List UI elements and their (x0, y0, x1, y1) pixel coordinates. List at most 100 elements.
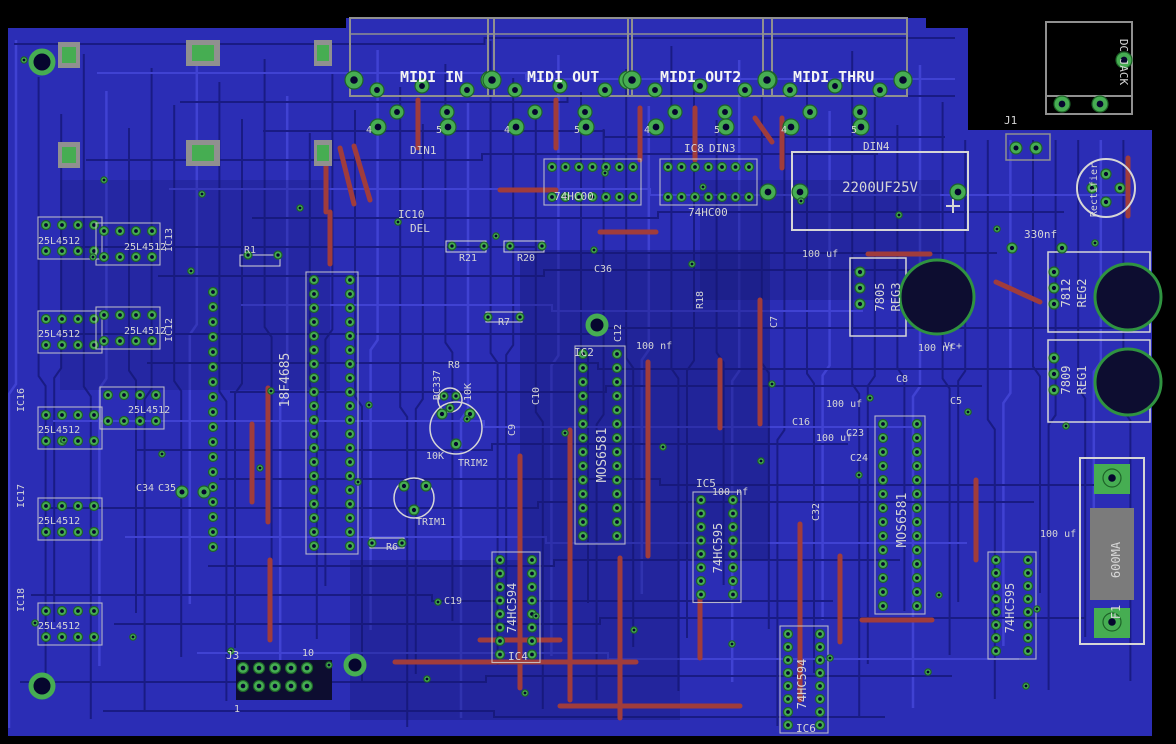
pad (546, 161, 558, 173)
pad-hole (211, 365, 215, 369)
silk-label: C24 (850, 453, 868, 464)
pad (40, 500, 52, 512)
pad (577, 502, 589, 514)
pad-hole (563, 431, 567, 435)
pad-hole (731, 511, 735, 516)
copper-trace (82, 54, 92, 719)
pad-hole (1051, 355, 1057, 361)
ic-footprint (874, 415, 926, 615)
pad-hole (312, 362, 316, 366)
pad-hole (818, 645, 822, 649)
ic-outline (574, 345, 626, 545)
pad (990, 632, 1002, 644)
pad-hole (881, 562, 885, 566)
pad (1048, 298, 1060, 310)
pad (72, 435, 84, 447)
outline-shape (317, 45, 329, 61)
pad (354, 478, 362, 486)
silk-label: 7812 (1059, 279, 1073, 308)
pad (207, 481, 219, 493)
pad (40, 245, 52, 257)
pad-hole (763, 76, 771, 84)
pad-hole (62, 438, 66, 442)
pad-hole (106, 393, 110, 397)
pad (1115, 51, 1133, 69)
pad (990, 606, 1002, 618)
pad-hole (581, 506, 585, 510)
pad (187, 267, 195, 275)
pad (782, 82, 798, 98)
pad-hole (312, 390, 316, 394)
pad-hole (348, 432, 352, 436)
pad (1048, 266, 1060, 278)
copper-trace (1077, 140, 1087, 637)
pad (990, 593, 1002, 605)
pad-hole (465, 417, 469, 421)
pad-hole (672, 109, 678, 115)
pad (895, 211, 903, 219)
pad (814, 693, 826, 705)
pad (344, 358, 356, 370)
pad (56, 500, 68, 512)
silk-label: 7805 (873, 283, 887, 312)
pad-hole (312, 348, 316, 352)
pad-hole (60, 249, 64, 253)
pin-header (236, 661, 314, 693)
pad-hole (697, 83, 703, 89)
pad (727, 535, 739, 546)
pad (56, 526, 68, 538)
pad (72, 500, 84, 512)
pad-hole (615, 450, 619, 454)
pad (611, 418, 623, 430)
ic-outline (37, 310, 103, 354)
pad-hole (312, 544, 316, 548)
pad (716, 161, 728, 173)
pad (308, 498, 320, 510)
pad-hole (786, 658, 790, 662)
pad (56, 409, 68, 421)
pad (207, 301, 219, 313)
pad (344, 274, 356, 286)
silk-label: J3 (226, 649, 239, 662)
ic-footprint (37, 497, 103, 541)
pad-hole (693, 195, 697, 199)
silk-label: 5 (714, 125, 720, 136)
pad-hole (799, 199, 803, 203)
pad-hole (498, 625, 502, 630)
copper-trace (851, 51, 861, 717)
pad (300, 679, 314, 693)
pad (611, 362, 623, 374)
silk-label: C16 (792, 417, 810, 428)
outline-shape (1005, 133, 1051, 161)
pad-hole (615, 464, 619, 468)
pad-hole (348, 348, 352, 352)
pad-hole (699, 565, 703, 570)
pad (56, 219, 68, 231)
ic-outline (491, 551, 541, 664)
pad (88, 605, 100, 617)
pad-hole (720, 165, 724, 169)
pad-hole (348, 516, 352, 520)
pad-hole (747, 195, 751, 199)
pad-hole (590, 165, 595, 169)
pad (88, 339, 100, 351)
pad-hole (818, 632, 822, 636)
pad (577, 474, 589, 486)
pad-hole (1013, 145, 1019, 151)
pad-hole (150, 229, 154, 233)
pad (1022, 682, 1030, 690)
pad (990, 567, 1002, 579)
pad (434, 598, 442, 606)
pad (243, 250, 253, 260)
pad-hole (530, 585, 534, 589)
pad (207, 496, 219, 508)
pad-hole (915, 422, 919, 426)
pad (911, 572, 923, 584)
pad-hole (701, 185, 705, 189)
pad-hole (44, 343, 48, 347)
pad-hole (102, 178, 106, 182)
pad-hole (276, 253, 280, 257)
pad-hole (731, 498, 735, 502)
silk-label: 100 uf (802, 249, 838, 260)
